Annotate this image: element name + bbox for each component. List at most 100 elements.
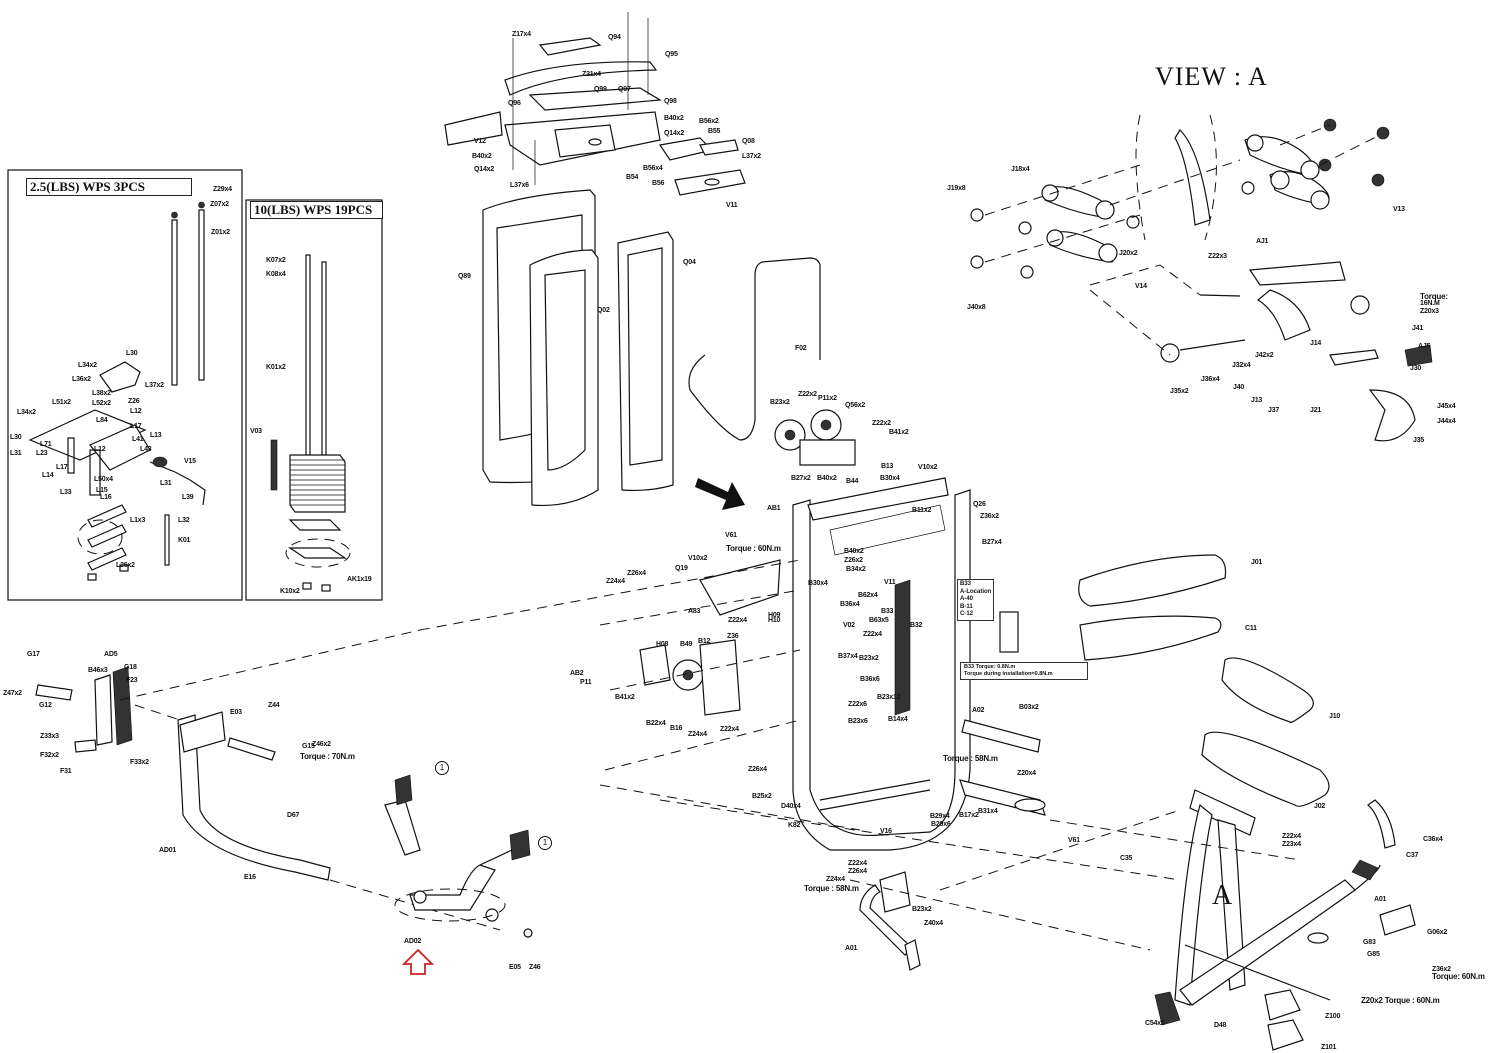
small-weight-mechanism: [28, 361, 206, 581]
part-label: B63x5: [869, 617, 889, 624]
part-label: C36x4: [1423, 836, 1443, 843]
part-label: J30: [1410, 365, 1422, 372]
part-label: AD01: [159, 847, 177, 854]
part-label: L17: [130, 423, 142, 430]
part-label: J18x4: [1011, 166, 1030, 173]
lower-left-arm: [35, 629, 533, 938]
part-label: V61: [1068, 837, 1080, 844]
part-label: E05: [509, 964, 521, 971]
part-label: J19x8: [947, 185, 966, 192]
part-label: J01: [1251, 559, 1263, 566]
legend-row: A-40: [960, 596, 974, 602]
part-label: B29x4: [930, 813, 950, 820]
part-label: Z20x3: [1420, 308, 1439, 315]
part-label: J10: [1329, 713, 1341, 720]
part-label: B40x2: [664, 115, 684, 122]
part-label: Q26: [973, 501, 986, 508]
part-label: 16N.M: [1420, 300, 1440, 307]
part-label: B49: [680, 641, 693, 648]
part-label: D67: [287, 812, 300, 819]
part-label: Torque : 70N.m: [300, 752, 355, 761]
part-label: K82: [788, 822, 801, 829]
part-label: V13: [1393, 206, 1405, 213]
part-label: L37x2: [742, 153, 761, 160]
part-label: Q99: [594, 86, 607, 93]
part-label: B41x2: [615, 694, 635, 701]
part-label: J42x2: [1255, 352, 1274, 359]
torque-note: B33 Torque: 0.8N.m Torque during install…: [960, 662, 1088, 681]
part-label: L14: [42, 472, 54, 479]
part-label: L31: [10, 450, 22, 457]
part-label: Q89: [458, 273, 471, 280]
part-label: B56x4: [643, 165, 663, 172]
part-label: Q95: [665, 51, 678, 58]
part-label: Z29x4: [213, 186, 232, 193]
guide-rods-small: [164, 201, 205, 566]
part-label: Z24x4: [688, 731, 707, 738]
part-label: J37: [1268, 407, 1280, 414]
part-label: Q94: [608, 34, 621, 41]
part-label: B46x3: [88, 667, 108, 674]
part-label: Torque: 60N.m: [1432, 972, 1485, 981]
part-label: V14: [1135, 283, 1147, 290]
part-label: B23x6: [848, 718, 868, 725]
part-label: G06x2: [1427, 929, 1448, 936]
part-label: Z26x4: [627, 570, 646, 577]
part-label: J02: [1314, 803, 1326, 810]
part-label: Z20x4: [1017, 770, 1036, 777]
part-label: P11: [580, 679, 592, 686]
part-label: Q56x2: [845, 402, 866, 409]
part-label: B55: [708, 128, 721, 135]
part-label: C37: [1406, 852, 1419, 859]
part-label: J44x4: [1437, 418, 1456, 425]
part-label: AB1: [767, 505, 781, 512]
part-label: B27x2: [791, 475, 811, 482]
part-label: L16: [100, 494, 112, 501]
part-label: G83: [1363, 939, 1376, 946]
part-label: Z22x2: [798, 391, 817, 398]
part-label: L23: [36, 450, 48, 457]
part-label: V02: [843, 622, 855, 629]
top-shroud-assembly: [444, 12, 746, 196]
part-label: V03: [250, 428, 262, 435]
part-label: Z22x4: [1282, 833, 1301, 840]
part-label: Q97: [618, 86, 631, 93]
part-label: L52x2: [92, 400, 111, 407]
part-label: B22x4: [646, 720, 666, 727]
weight-stack: [270, 254, 351, 592]
part-label: G12: [39, 702, 52, 709]
part-label: J35x2: [1170, 388, 1189, 395]
part-label: J35: [1413, 437, 1425, 444]
part-label: Z26: [128, 398, 140, 405]
part-label: B27x4: [982, 539, 1002, 546]
part-label: Z24x4: [606, 578, 625, 585]
legend-row: B33: [960, 581, 972, 587]
part-label: J14: [1310, 340, 1322, 347]
part-label: L37x2: [145, 382, 164, 389]
part-label: L17: [56, 464, 68, 471]
detail-marker-a: A: [1212, 880, 1233, 911]
part-label: Q19: [675, 565, 688, 572]
part-label: B03x2: [1019, 704, 1039, 711]
part-label: L26x2: [116, 562, 135, 569]
part-label: Z24x4: [826, 876, 845, 883]
part-label: L38x2: [92, 390, 111, 397]
part-label: AJ1: [1256, 238, 1269, 245]
part-label: L50x4: [94, 476, 113, 483]
part-label: Q14x2: [664, 130, 685, 137]
part-label: Z26x4: [848, 868, 867, 875]
part-label: L34x2: [78, 362, 97, 369]
part-label: J36x4: [1201, 376, 1220, 383]
part-label: B12: [698, 638, 711, 645]
part-label: Q08: [742, 138, 755, 145]
part-label: Z100: [1325, 1013, 1341, 1020]
part-label: B36x4: [840, 601, 860, 608]
part-label: Z22x3: [1208, 253, 1227, 260]
part-label: K10x2: [280, 588, 300, 595]
part-label: B62x4: [858, 592, 878, 599]
direction-arrow: [695, 478, 745, 510]
part-label: B37x4: [838, 653, 858, 660]
part-label: F32x2: [40, 752, 59, 759]
